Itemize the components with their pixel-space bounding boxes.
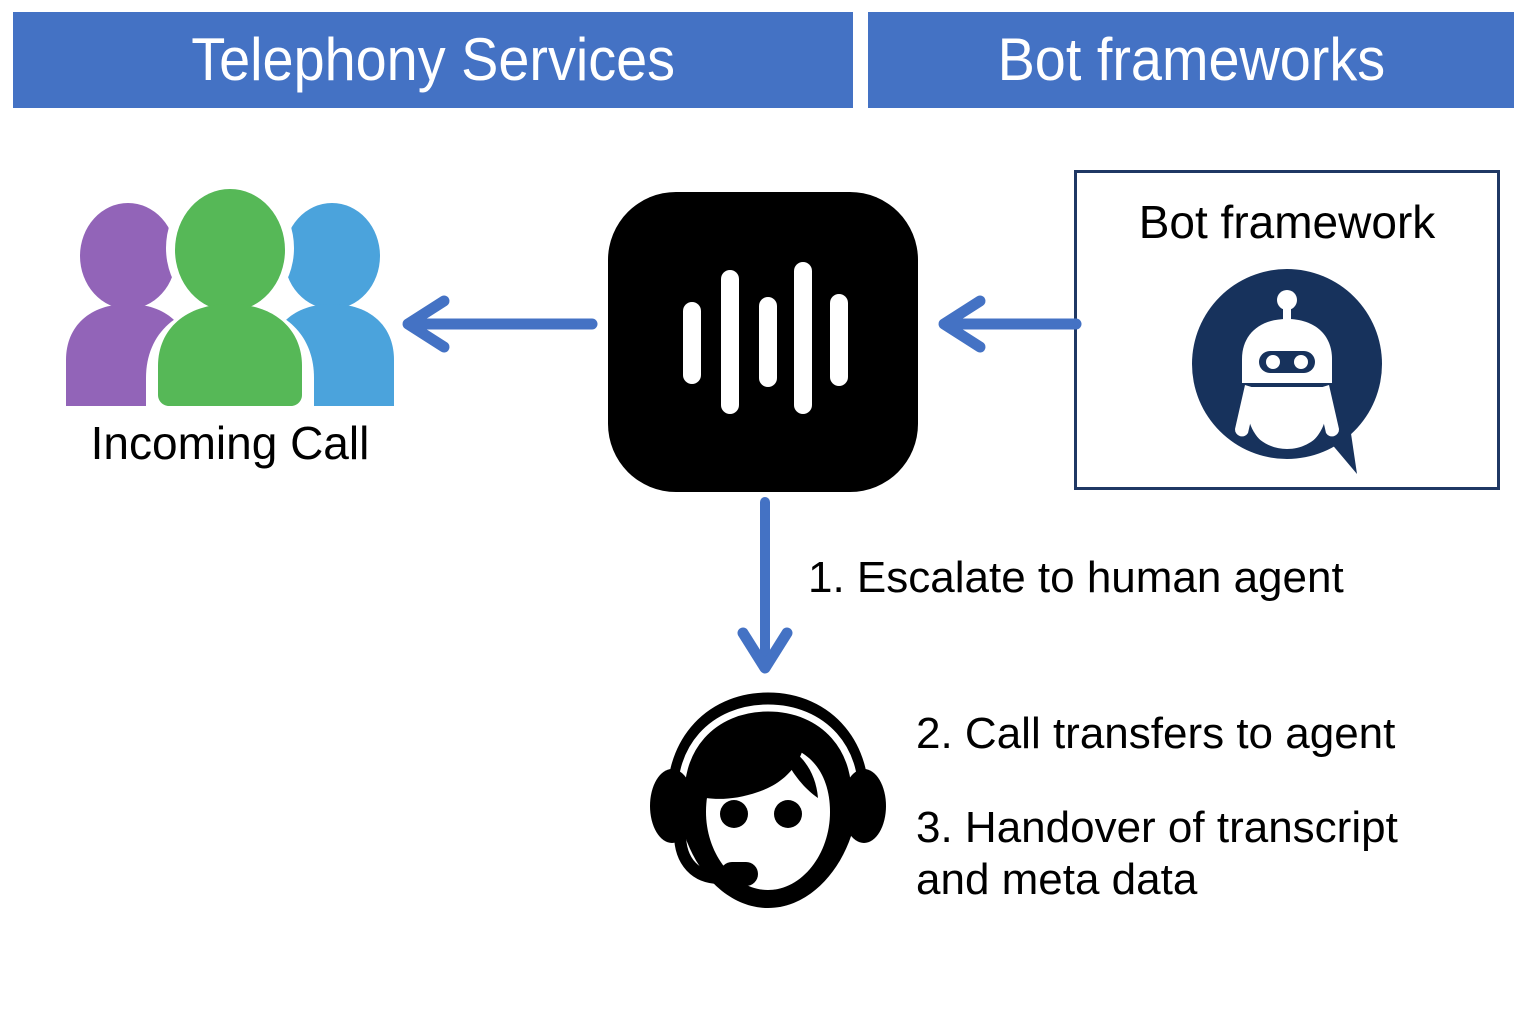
- headset-agent-icon: [650, 692, 886, 908]
- bot-framework-panel: Bot framework: [1074, 170, 1500, 490]
- banner-telephony-label: Telephony Services: [191, 26, 675, 93]
- arrow-left-icon-from-bot: [938, 295, 1082, 353]
- waveform-bar-1: [683, 302, 701, 384]
- step-2-label: 2. Call transfers to agent: [916, 709, 1396, 758]
- incoming-call-label: Incoming Call: [90, 417, 370, 469]
- step-3-label: 3. Handover of transcript and meta data: [916, 803, 1398, 904]
- arrow-left-icon-to-people: [402, 295, 598, 353]
- audio-waveform-icon: [608, 192, 918, 492]
- step-1-label: 1. Escalate to human agent: [808, 553, 1344, 602]
- banner-telephony-services: Telephony Services: [13, 12, 853, 108]
- waveform-bar-2: [721, 270, 739, 414]
- banner-bot-label: Bot frameworks: [997, 26, 1385, 93]
- bot-framework-title: Bot framework: [1138, 196, 1436, 248]
- waveform-bar-3: [759, 297, 777, 387]
- waveform-bar-5: [830, 294, 848, 386]
- people-group-icon: [66, 186, 394, 406]
- banner-bot-frameworks: Bot frameworks: [868, 12, 1514, 108]
- arrow-down-icon-to-agent: [737, 497, 793, 674]
- chat-bot-icon: [1192, 269, 1382, 474]
- waveform-bar-4: [794, 262, 812, 414]
- incoming-call-node: Incoming Call: [60, 186, 400, 486]
